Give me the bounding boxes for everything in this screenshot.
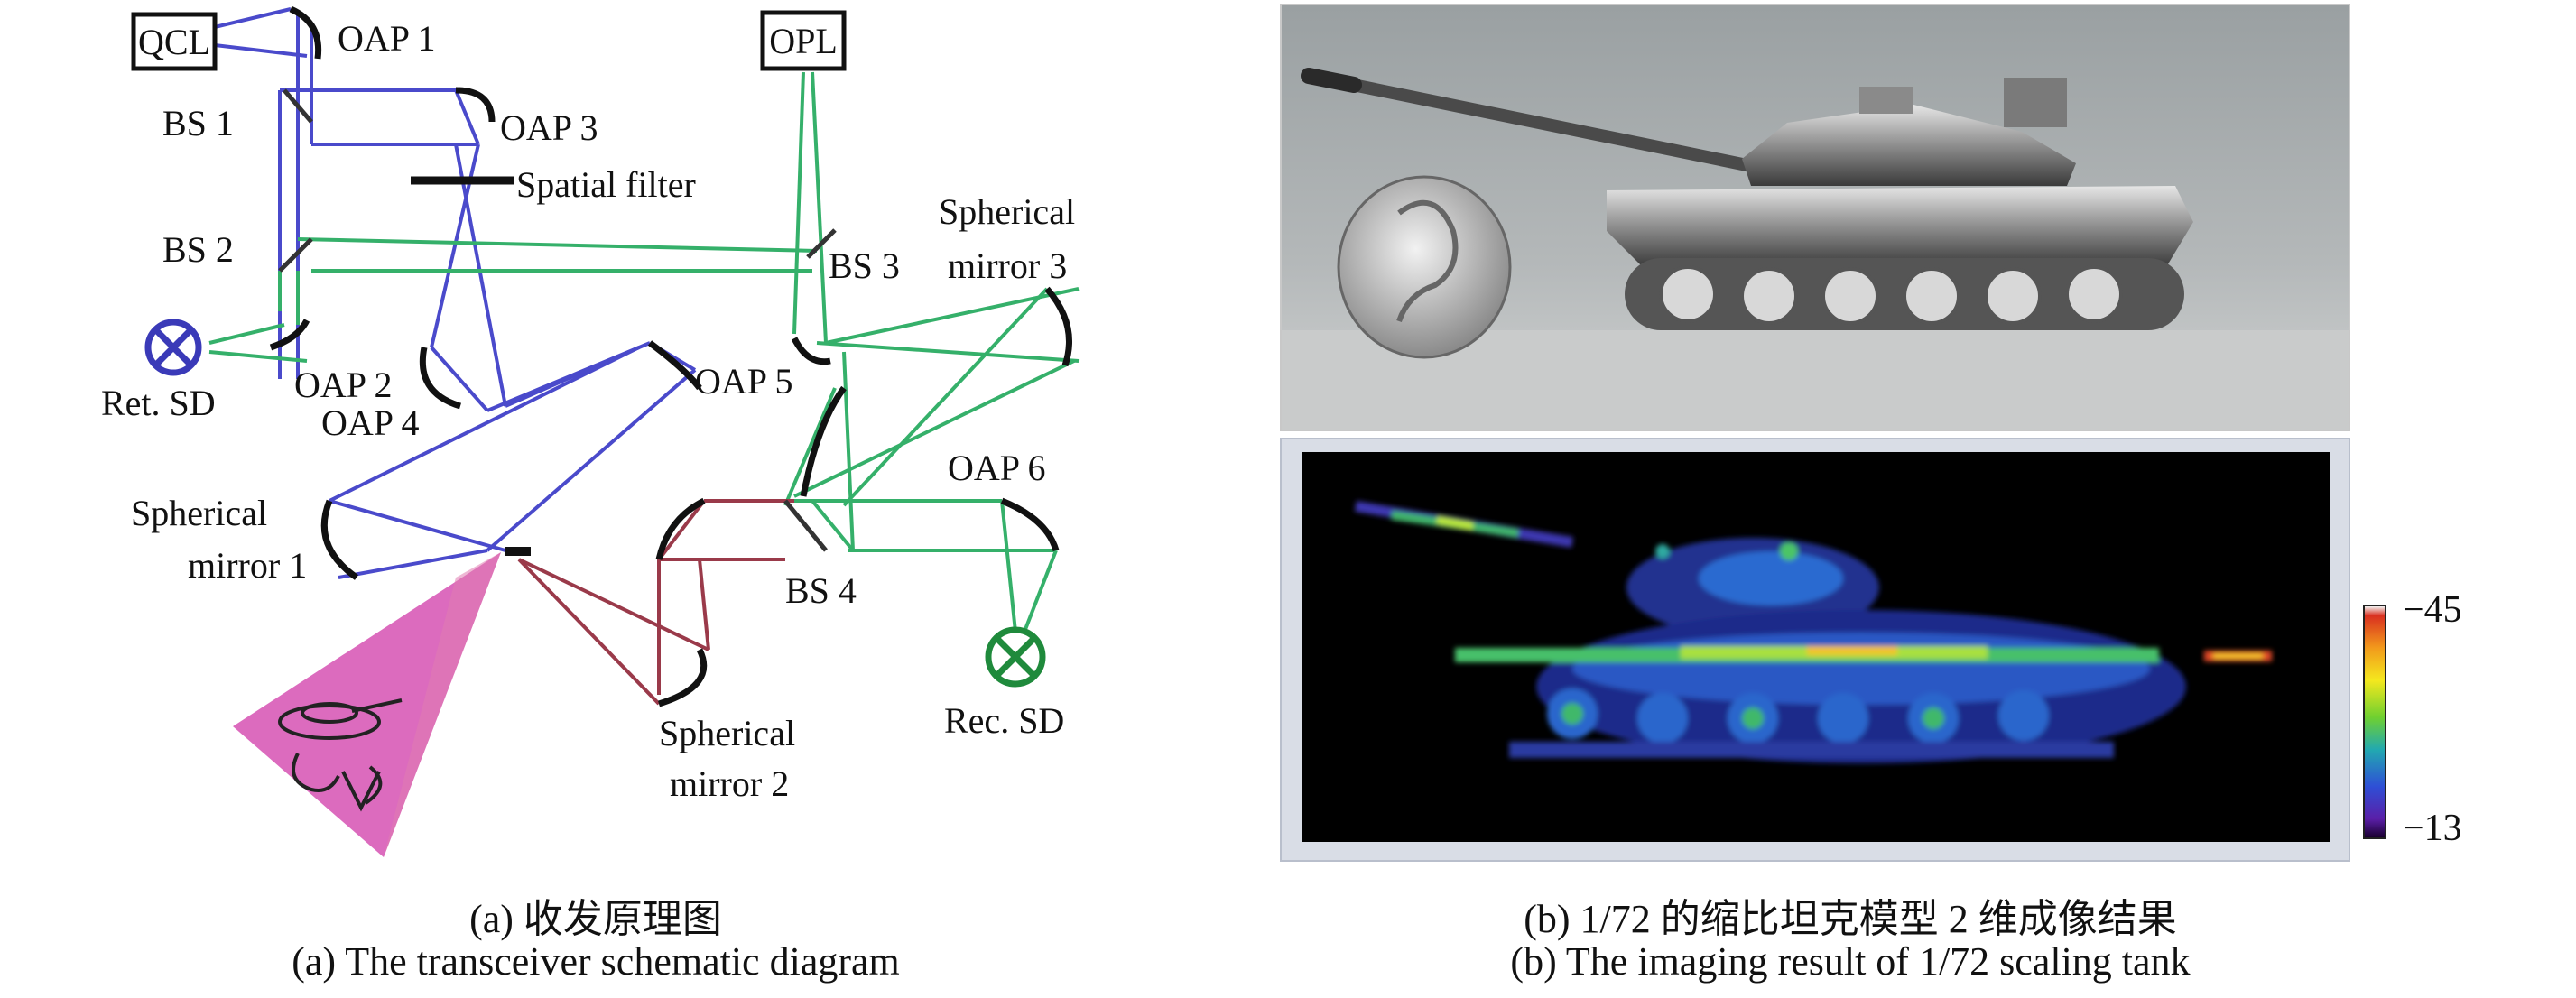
oap5c-mirror <box>800 385 847 497</box>
colorbar <box>2363 605 2386 839</box>
colorbar-max-label: −45 <box>2403 589 2462 631</box>
blue-beam-path <box>214 7 697 579</box>
caption-a-english: (a) The transceiver schematic diagram <box>292 939 900 984</box>
sph3-mirror <box>1044 286 1072 367</box>
label-oap4: OAP 4 <box>321 402 420 443</box>
target-tank-icon <box>278 698 403 812</box>
label-spatial-filter: Spatial filter <box>516 164 696 205</box>
colorbar-min-label: −13 <box>2403 808 2462 849</box>
label-oap2: OAP 2 <box>294 365 393 405</box>
rec-sd-detector-icon <box>985 626 1046 688</box>
tank-photo <box>1280 4 2350 431</box>
bs1 <box>283 88 313 124</box>
oap6-mirror <box>1000 497 1060 552</box>
qcl-box: QCL <box>131 12 218 71</box>
label-ret-sd: Ret. SD <box>101 383 216 423</box>
oap2-mirror <box>269 319 310 351</box>
oap1-mirror <box>289 5 322 60</box>
label-sph3-line2: mirror 3 <box>948 245 1067 286</box>
sph2-mirror <box>657 648 708 707</box>
green-beam-path <box>208 71 1080 633</box>
opl-label: OPL <box>769 21 838 61</box>
qcl-label: QCL <box>138 22 210 62</box>
caption-a-chinese: (a) 收发原理图 <box>469 897 722 941</box>
label-sph3-line1: Spherical <box>939 191 1075 232</box>
label-bs2: BS 2 <box>162 229 234 270</box>
label-sph1-line1: Spherical <box>131 493 267 533</box>
quarter-coin <box>1337 175 1512 359</box>
bs4 <box>783 499 828 552</box>
oap4-mirror <box>419 347 462 410</box>
ret-sd-detector-icon <box>144 319 202 376</box>
oap5b-mirror <box>791 337 831 365</box>
red-mirror <box>655 497 706 560</box>
label-bs1: BS 1 <box>162 103 234 143</box>
label-oap6: OAP 6 <box>948 448 1046 488</box>
bs2 <box>278 237 313 273</box>
mirrors <box>269 5 1072 707</box>
oap3-mirror <box>455 87 496 123</box>
tank-model <box>1301 68 2193 330</box>
label-oap5: OAP 5 <box>695 361 793 402</box>
label-bs3: BS 3 <box>829 245 900 286</box>
oap5-mirror <box>647 340 702 391</box>
caption-b-chinese: (b) 1/72 的缩比坦克模型 2 维成像结果 <box>1524 897 2177 941</box>
label-sph1-line2: mirror 1 <box>188 545 307 586</box>
imaging-result <box>1302 452 2330 842</box>
label-bs4: BS 4 <box>785 570 857 611</box>
caption-b-english: (b) The imaging result of 1/72 scaling t… <box>1510 939 2191 984</box>
red-beam-path <box>517 499 794 706</box>
tank-radar-image <box>1355 501 2272 763</box>
label-sph2-line1: Spherical <box>659 713 795 753</box>
opl-box: OPL <box>760 10 847 71</box>
label-oap1: OAP 1 <box>338 18 436 59</box>
label-sph2-line2: mirror 2 <box>670 763 789 804</box>
tank-photo-drawing <box>1282 5 2349 430</box>
beam-splitters <box>278 88 837 552</box>
sph1-mirror <box>320 499 359 580</box>
imaging-result-frame <box>1280 438 2350 862</box>
transceiver-schematic: QCL OPL OAP 1 BS 1 OAP 3 Spatial filter … <box>101 5 1080 857</box>
label-oap3: OAP 3 <box>500 107 598 148</box>
bs3 <box>806 228 837 259</box>
illumination-cone <box>233 552 501 857</box>
scan-mirror <box>505 547 531 556</box>
label-rec-sd: Rec. SD <box>944 700 1064 741</box>
